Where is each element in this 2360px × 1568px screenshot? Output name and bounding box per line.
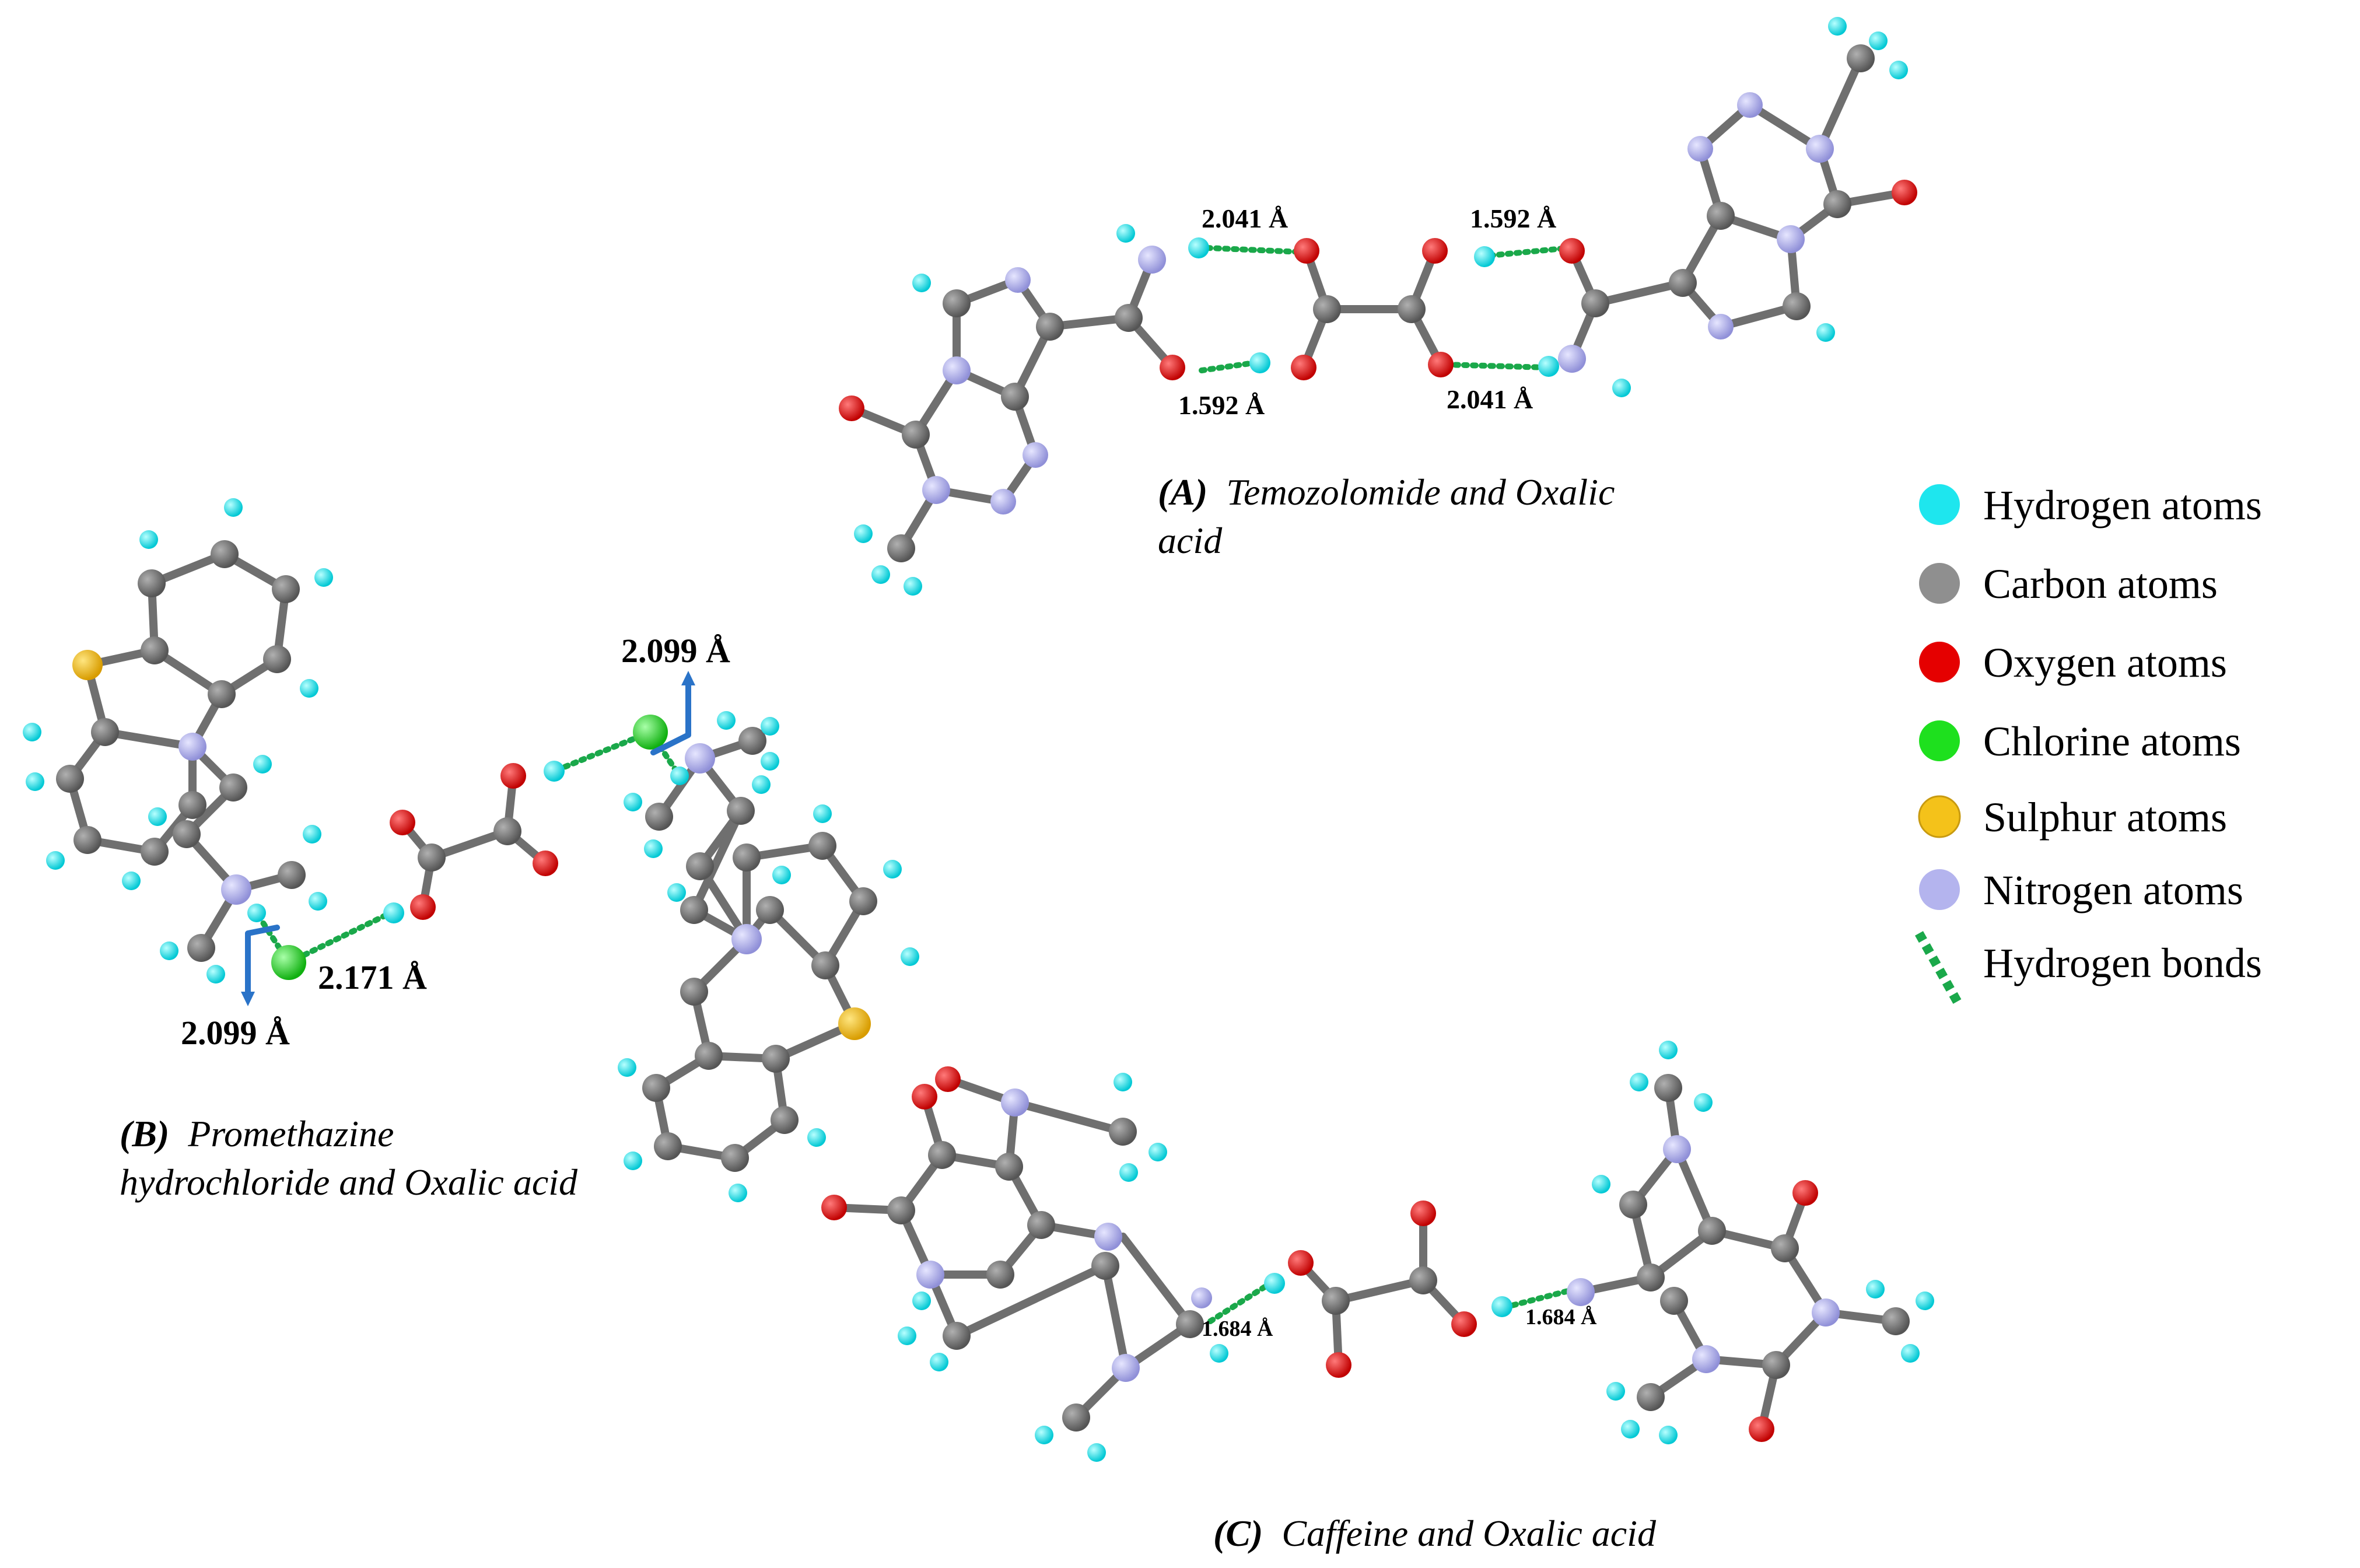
legend-label-hydrogen: Hydrogen atoms: [1983, 482, 2262, 528]
panel-c-atoms: [821, 1041, 1934, 1462]
panel-c-label: (C): [1213, 1513, 1263, 1554]
panel-c-title-line1: Caffeine and Oxalic acid: [1281, 1513, 1657, 1554]
panel-b-title-line2: hydrochloride and Oxalic acid: [120, 1161, 578, 1203]
panel-a-distance-4: 2.041 Å: [1447, 384, 1533, 414]
panel-a-distance-3: 1.592 Å: [1178, 390, 1265, 420]
panel-c-caffeine-oxalic: 1.684 Å 1.684 Å (C) Caffeine and Oxalic …: [821, 1041, 1934, 1554]
carbon-atom-icon: [1919, 563, 1960, 604]
panel-b-label: (B): [120, 1113, 169, 1154]
legend-label-sulphur: Sulphur atoms: [1983, 794, 2227, 841]
hydrogen-bond-icon: [1915, 931, 1964, 1009]
legend-label-chlorine: Chlorine atoms: [1983, 718, 2241, 765]
lower-arrow-icon: [245, 925, 280, 998]
panel-a-label: (A): [1158, 471, 1207, 513]
panel-a-atoms: [839, 17, 1917, 596]
oxygen-atom-icon: [1919, 642, 1960, 682]
panel-a-hydrogen-bonds: [1199, 245, 1572, 373]
legend-label-carbon: Carbon atoms: [1983, 561, 2218, 607]
hydrogen-atom-icon: [1919, 484, 1960, 525]
legend: Hydrogen atoms Carbon atoms Oxygen atoms…: [1915, 482, 2262, 1009]
panel-c-bonds: [830, 1075, 1900, 1433]
chlorine-atom-icon: [1919, 720, 1960, 761]
panel-b-arrows: [241, 671, 695, 1006]
panel-c-distance-left: 1.684 Å: [1202, 1317, 1273, 1341]
panel-b-distance-upper: 2.099 Å: [621, 632, 730, 670]
panel-b-caption: (B) Promethazine: [120, 1113, 394, 1154]
panel-a-distance-1: 2.041 Å: [1202, 204, 1288, 233]
panel-c-caption: (C) Caffeine and Oxalic acid: [1213, 1513, 1657, 1554]
panel-b-promethazine-oxalic: 2.099 Å 2.171 Å 2.099 Å (B) Promethazine…: [23, 498, 919, 1203]
panel-a-distance-2: 1.592 Å: [1470, 204, 1556, 233]
panel-c-distance-right: 1.684 Å: [1525, 1305, 1597, 1329]
legend-label-oxygen: Oxygen atoms: [1983, 639, 2227, 686]
panel-b-atoms: [23, 498, 919, 1202]
panel-a-caption: (A) Temozolomide and Oxalic: [1158, 471, 1615, 513]
panel-b-distance-lower: 2.099 Å: [181, 1014, 290, 1052]
panel-b-title-line1: Promethazine: [187, 1113, 394, 1154]
panel-a-title-line1: Temozolomide and Oxalic: [1226, 471, 1615, 513]
sulphur-atom-icon: [1918, 795, 1961, 838]
legend-label-hbond: Hydrogen bonds: [1983, 940, 2262, 986]
nitrogen-atom-icon: [1919, 869, 1960, 910]
legend-label-nitrogen: Nitrogen atoms: [1983, 867, 2243, 914]
panel-a-title-line2: acid: [1158, 520, 1223, 561]
upper-arrow-icon: [650, 680, 691, 755]
panel-a-temozolomide-oxalic: 2.041 Å 1.592 Å 1.592 Å 2.041 Å (A) Temo…: [839, 17, 1917, 596]
panel-b-distance-middle: 2.171 Å: [318, 958, 427, 996]
